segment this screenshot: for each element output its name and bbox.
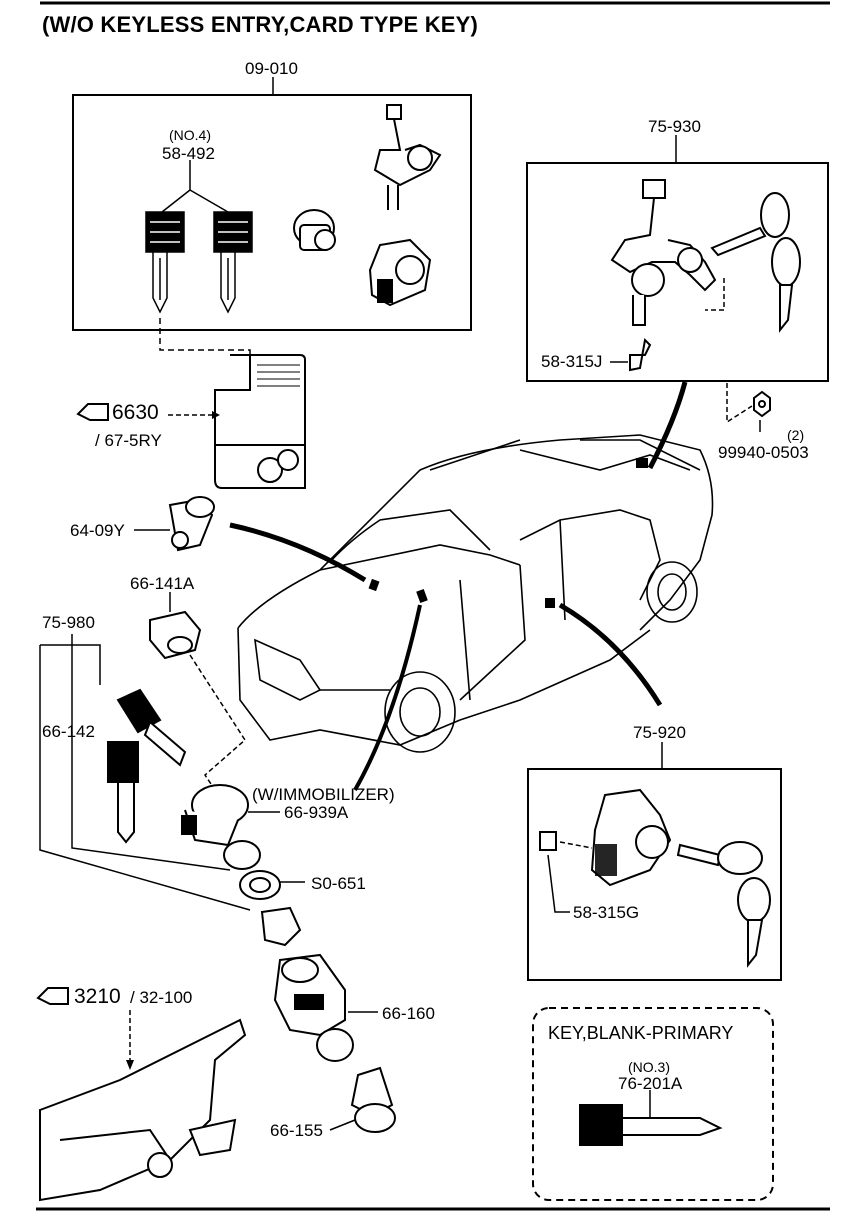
clip-58-315g <box>539 831 557 851</box>
label-58-492: 58-492 <box>162 144 215 163</box>
hand-pointer-icon <box>36 987 69 1005</box>
key-66-142-b <box>107 741 139 844</box>
label-75-980: 75-980 <box>42 613 95 632</box>
ring <box>223 840 261 870</box>
label-w-immobilizer: (W/IMMOBILIZER) <box>252 785 395 804</box>
label-ref-6630: 6630 <box>112 401 159 424</box>
label-64-09y: 64-09Y <box>70 521 125 540</box>
steering-column <box>39 1018 247 1202</box>
label-ref-32-100: / 32-100 <box>130 988 193 1007</box>
part-cylinder <box>260 906 302 947</box>
trunk-lock-assembly <box>610 179 717 326</box>
label-66-155: 66-155 <box>270 1121 323 1140</box>
label-ref-3210: 3210 <box>74 985 121 1008</box>
part-66-939a <box>181 784 249 847</box>
label-ref-67-5ry: / 67-5RY <box>95 431 162 450</box>
label-s0-651: S0-651 <box>311 874 366 893</box>
label-no4: (NO.4) <box>169 127 211 143</box>
label-66-160: 66-160 <box>382 1004 435 1023</box>
label-58-315g: 58-315G <box>573 903 640 922</box>
door-handle <box>545 598 555 608</box>
part-64-09y <box>168 496 215 552</box>
label-key-blank-primary: KEY,BLANK-PRIMARY <box>548 1023 734 1043</box>
key-right <box>213 211 253 314</box>
trunk-lock-part <box>373 104 442 210</box>
key-left <box>145 211 185 314</box>
key-75-920 <box>676 841 771 968</box>
part-s0-651 <box>239 870 281 900</box>
door-lock-assembly <box>590 788 672 887</box>
box-key-blank <box>532 1007 774 1201</box>
part-66-160 <box>273 953 354 1062</box>
box-75-930 <box>526 162 829 382</box>
label-no3: (NO.3) <box>628 1059 670 1075</box>
label-76-201a: 76-201A <box>618 1074 683 1093</box>
part-66-141a <box>149 610 202 660</box>
label-qty-2: (2) <box>787 427 805 443</box>
label-58-315j: 58-315J <box>541 352 603 371</box>
part-66-155 <box>350 1066 396 1133</box>
label-66-939a: 66-939A <box>284 803 349 822</box>
key-66-142-a <box>116 688 187 767</box>
label-66-141a: 66-141A <box>130 574 195 593</box>
cylinder-small <box>293 209 336 251</box>
clip-58-315j <box>629 337 652 372</box>
label-09-010: 09-010 <box>245 59 298 78</box>
label-75-930: 75-930 <box>648 117 701 136</box>
label-99940-0503: 99940-0503 <box>718 443 809 462</box>
hand-pointer-icon <box>76 403 109 421</box>
key-76-201a <box>579 1104 723 1146</box>
card-key <box>214 354 306 489</box>
label-75-920: 75-920 <box>633 723 686 742</box>
page-title: (W/O KEYLESS ENTRY,CARD TYPE KEY) <box>42 12 479 37</box>
box-09-010 <box>72 94 472 331</box>
door-lock-part <box>368 238 432 307</box>
key-75-930 <box>710 192 801 333</box>
bolt-99940 <box>753 390 771 418</box>
label-66-142: 66-142 <box>42 722 95 741</box>
car-illustration <box>237 434 714 753</box>
box-75-920 <box>527 768 782 981</box>
